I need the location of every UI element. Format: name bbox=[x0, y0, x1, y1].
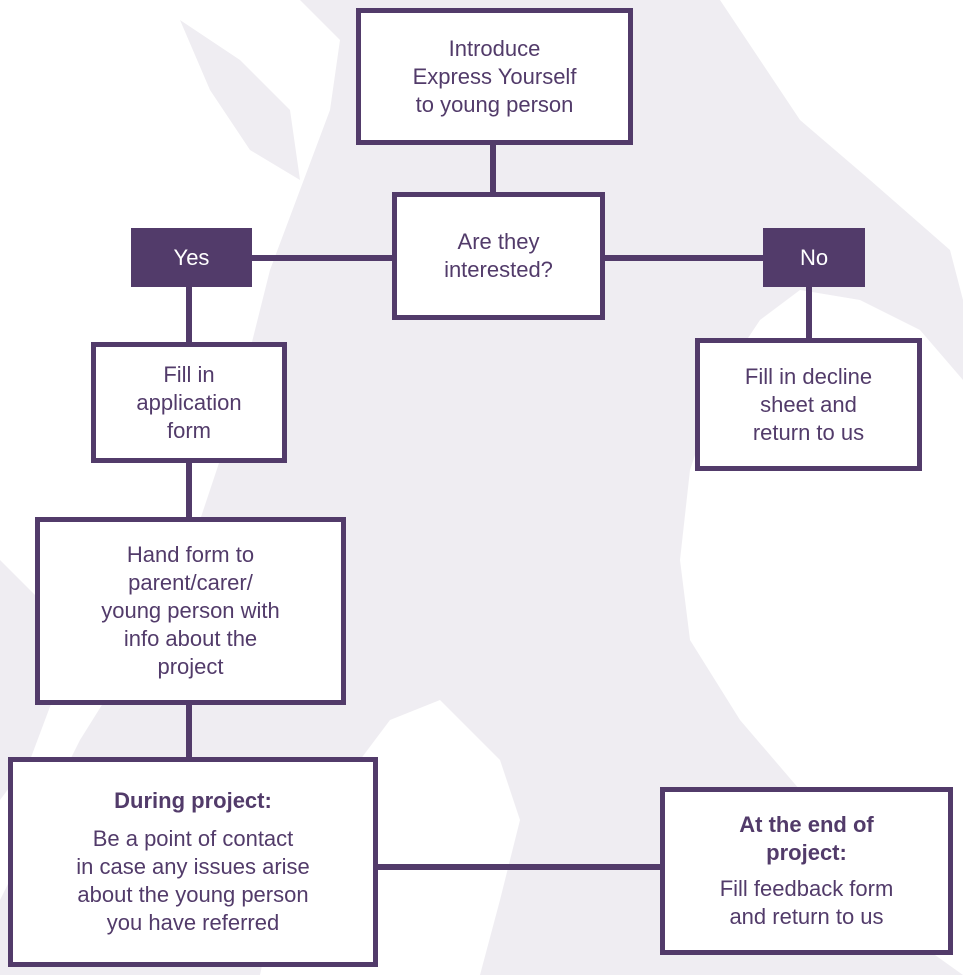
during-project-step: During project: Be a point of contact in… bbox=[8, 757, 378, 967]
end-of-project-body: Fill feedback form and return to us bbox=[719, 876, 894, 929]
connector-hand-form-to-during bbox=[186, 702, 192, 760]
end-of-project-step: At the end of project: Fill feedback for… bbox=[660, 787, 953, 955]
interest-question: Are they interested? bbox=[392, 192, 605, 320]
no-label: No bbox=[763, 228, 865, 287]
connector-introduce-to-question bbox=[490, 140, 496, 195]
decline-sheet-step: Fill in decline sheet and return to us bbox=[695, 338, 922, 471]
introduce-step: Introduce Express Yourself to young pers… bbox=[356, 8, 633, 145]
during-project-heading: During project: bbox=[114, 788, 272, 813]
end-of-project-heading: At the end of project: bbox=[739, 812, 874, 865]
connector-no-to-decline bbox=[806, 287, 812, 342]
connector-question-to-no bbox=[605, 255, 763, 261]
yes-label: Yes bbox=[131, 228, 252, 287]
hand-form-step: Hand form to parent/carer/ young person … bbox=[35, 517, 346, 705]
application-form-step: Fill in application form bbox=[91, 342, 287, 463]
connector-during-to-end bbox=[378, 864, 663, 870]
connector-yes-to-application bbox=[186, 287, 192, 347]
connector-question-to-yes bbox=[252, 255, 392, 261]
connector-application-to-hand-form bbox=[186, 460, 192, 520]
during-project-body: Be a point of contact in case any issues… bbox=[76, 826, 310, 935]
